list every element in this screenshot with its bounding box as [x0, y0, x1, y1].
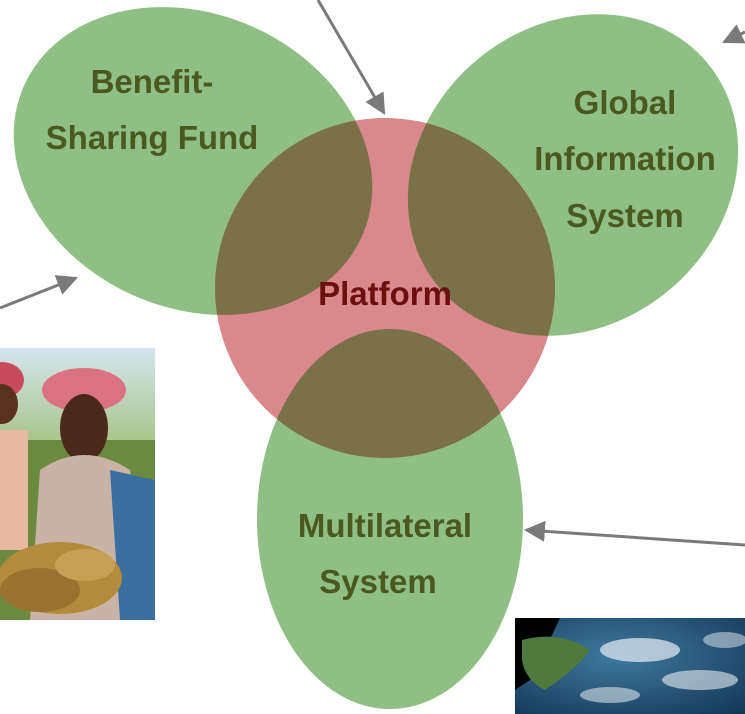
platform-label: Platform: [318, 275, 452, 312]
women-harvesting-photo: [0, 348, 155, 620]
arrow-top: [316, 0, 386, 115]
overlap-global-platform: [407, 118, 555, 336]
benefit-sharing-fund-label: Benefit- Sharing Fund: [46, 63, 259, 156]
benefit-sharing-fund-line2: Sharing Fund: [46, 119, 259, 156]
overlap-multilateral-platform: [257, 329, 523, 458]
arrow-top-right: [722, 24, 745, 44]
benefit-sharing-fund-line1: Benefit-: [91, 63, 214, 100]
multilateral-system-line1: Multilateral: [298, 507, 472, 544]
global-information-system-label: Global Information System: [534, 84, 715, 234]
multilateral-system-line2: System: [319, 563, 436, 600]
multilateral-system-label: Multilateral System: [298, 507, 472, 600]
arrow-right: [523, 520, 745, 547]
global-information-system-line3: System: [566, 197, 683, 234]
satellite-earth-photo: [515, 618, 745, 714]
overlap-benefit-platform: [215, 118, 373, 315]
global-information-system-line1: Global: [574, 84, 677, 121]
global-information-system-line2: Information: [534, 140, 715, 177]
arrow-left: [0, 275, 78, 310]
